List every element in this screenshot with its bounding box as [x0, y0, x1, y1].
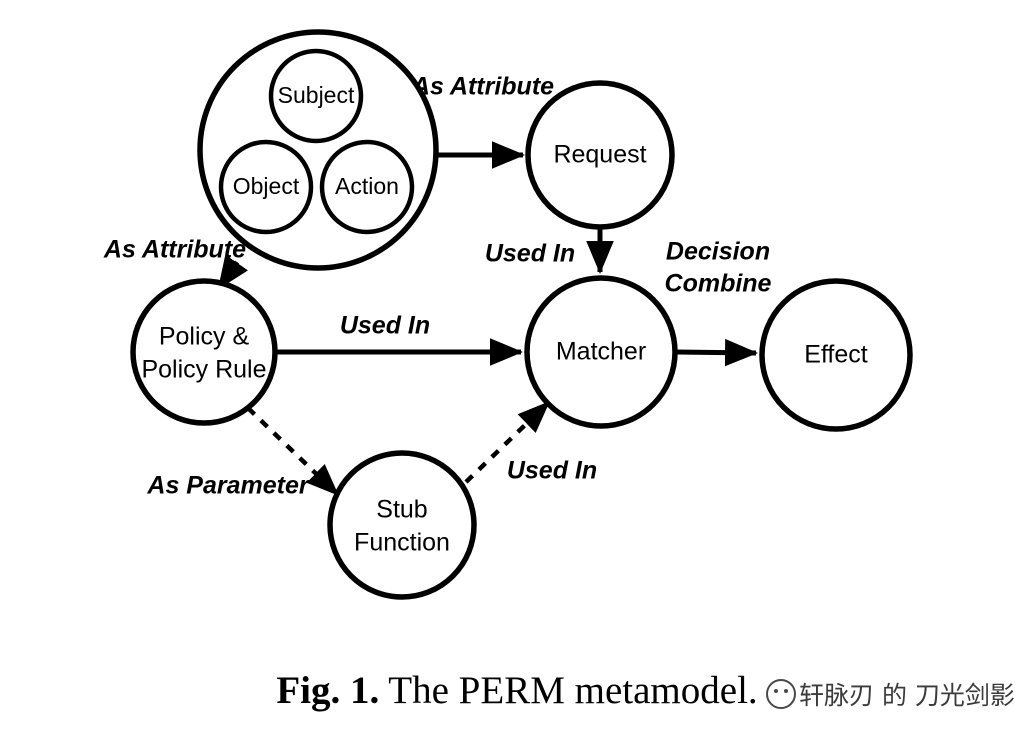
node-circle-action[interactable]: [319, 139, 415, 235]
node-circle-request[interactable]: [525, 80, 675, 230]
node-request-element-group[interactable]: Subject Object Action: [197, 29, 439, 271]
node-label-subject: Subject: [278, 82, 355, 108]
edge-line-policy-to-stub: [246, 406, 339, 496]
node-object[interactable]: Object: [218, 139, 314, 235]
node-circle-object[interactable]: [218, 139, 314, 235]
edge-group-to-policy: As Attribute: [103, 236, 248, 290]
wechat-avatar-logo-icon: [766, 679, 796, 709]
edge-label-used-in-request: Used In: [485, 240, 575, 268]
edge-label-as-attribute-request: As Attribute: [411, 73, 554, 101]
node-label-matcher: Matcher: [556, 338, 646, 366]
edge-policy-to-matcher: Used In: [276, 312, 524, 366]
edge-matcher-to-effect: Decision Combine: [665, 238, 772, 367]
edge-label-used-in-stub: Used In: [507, 457, 597, 485]
figure-caption-text: The PERM metamodel.: [388, 669, 758, 712]
watermark: 轩脉刃 的 刀光剑影: [766, 676, 1015, 712]
node-label-object: Object: [233, 173, 300, 199]
node-subject[interactable]: Subject: [268, 48, 364, 144]
node-circle-stub-function[interactable]: [327, 450, 477, 600]
edge-line-stub-to-matcher: [464, 401, 550, 484]
node-label-stub-line2: Function: [354, 529, 450, 557]
node-label-stub-line1: Stub: [376, 496, 427, 524]
edge-label-combine: Combine: [665, 270, 772, 298]
node-label-request: Request: [553, 141, 646, 169]
edge-request-to-matcher: Used In: [485, 228, 614, 275]
node-matcher[interactable]: Matcher: [524, 275, 678, 429]
edge-stub-to-matcher: Used In: [464, 401, 597, 485]
watermark-text: 轩脉刃 的 刀光剑影: [799, 681, 1015, 710]
figure-caption-prefix: Fig. 1.: [276, 669, 380, 712]
node-label-policy-line1: Policy &: [159, 323, 250, 351]
node-label-effect: Effect: [804, 341, 868, 369]
node-stub-function[interactable]: Stub Function: [327, 450, 477, 600]
figure-caption: Fig. 1. The PERM metamodel.: [0, 668, 1034, 713]
node-circle-matcher[interactable]: [524, 275, 678, 429]
node-circle-effect[interactable]: [759, 278, 913, 432]
node-request[interactable]: Request: [525, 80, 675, 230]
node-label-policy-line2: Policy Rule: [141, 356, 266, 384]
node-circle-subject[interactable]: [268, 48, 364, 144]
node-effect[interactable]: Effect: [759, 278, 913, 432]
edge-label-as-parameter: As Parameter: [146, 472, 309, 500]
edge-group-to-request: As Attribute: [411, 73, 554, 169]
edge-label-as-attribute-policy: As Attribute: [103, 236, 246, 264]
edge-line-matcher-to-effect: [675, 338, 758, 367]
edge-policy-to-stub: As Parameter: [146, 406, 339, 500]
node-action[interactable]: Action: [319, 139, 415, 235]
node-label-action: Action: [335, 173, 399, 199]
node-policy[interactable]: Policy & Policy Rule: [130, 278, 278, 426]
edge-label-decision: Decision: [666, 238, 770, 266]
node-circle-policy[interactable]: [130, 278, 278, 426]
edge-label-used-in-policy: Used In: [340, 312, 430, 340]
